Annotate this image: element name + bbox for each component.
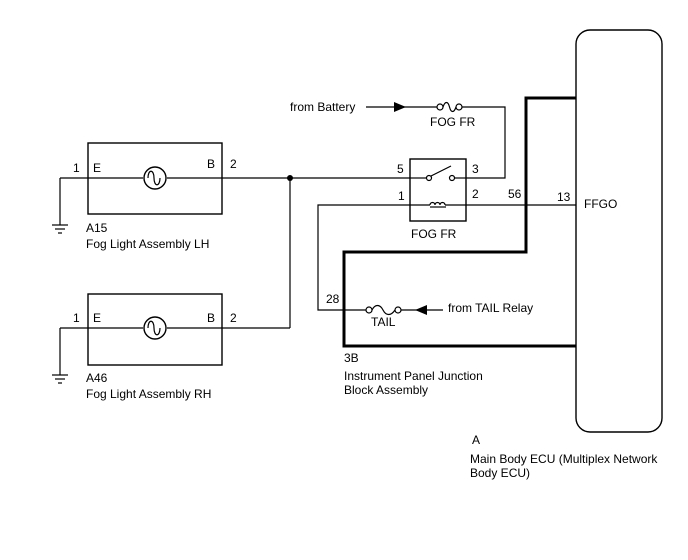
junction-pin28: 28 — [326, 292, 340, 306]
relay-label: FOG FR — [411, 227, 457, 241]
lamp-rh-pin2: 2 — [230, 311, 237, 325]
junction-block-name-line2: Block Assembly — [344, 383, 428, 397]
lamp-lh-code: A15 — [86, 221, 108, 235]
ecu-code: A — [472, 433, 480, 447]
lamp-lh-name: Fog Light Assembly LH — [86, 237, 209, 251]
ecu-name-line1: Main Body ECU (Multiplex Network — [470, 452, 658, 466]
source-battery: from Battery — [290, 100, 355, 114]
lamp-rh-term-e: E — [93, 311, 101, 325]
ecu-name-line2: Body ECU) — [470, 466, 530, 480]
battery-arrow-icon — [394, 102, 406, 112]
relay-pin1: 1 — [398, 189, 405, 203]
fog-light-lh: 1 E B 2 A15 Fog Light Assembly LH — [52, 142, 290, 251]
junction-block-name-line1: Instrument Panel Junction — [344, 369, 483, 383]
relay-pin2: 2 — [472, 187, 479, 201]
lamp-rh-term-b: B — [207, 311, 215, 325]
fuse-tail-label: TAIL — [371, 315, 396, 329]
lamp-rh-pin1: 1 — [73, 311, 80, 325]
fuse-tail: from TAIL Relay TAIL — [365, 301, 533, 329]
lamp-lh-term-e: E — [93, 161, 101, 175]
relay-pin3: 3 — [472, 162, 479, 176]
main-body-ecu-box — [575, 29, 663, 433]
bulb-rh-icon — [143, 316, 167, 340]
bulb-lh-icon — [143, 166, 167, 190]
junction-block-outline — [342, 96, 576, 348]
source-tail-relay: from TAIL Relay — [448, 301, 533, 315]
tail-relay-arrow-icon — [415, 305, 427, 315]
lamp-lh-term-b: B — [207, 157, 215, 171]
fuse-fog-fr-label: FOG FR — [430, 115, 476, 129]
junction-pin56: 56 — [508, 187, 522, 201]
relay-pin5: 5 — [397, 162, 404, 176]
fog-light-rh: 1 E B 2 A46 Fog Light Assembly RH — [52, 293, 290, 401]
fog-fr-relay: 5 3 1 2 FOG FR — [397, 158, 479, 241]
lamp-rh-name: Fog Light Assembly RH — [86, 387, 211, 401]
fuse-fog-fr: from Battery FOG FR — [290, 100, 476, 129]
ecu-terminal-ffgo: FFGO — [584, 197, 617, 211]
lamp-lh-pin1: 1 — [73, 161, 80, 175]
lamp-rh-code: A46 — [86, 371, 108, 385]
ecu-pin-13: 13 — [557, 190, 571, 204]
lamp-lh-pin2: 2 — [230, 157, 237, 171]
junction-block-code: 3B — [344, 351, 359, 365]
